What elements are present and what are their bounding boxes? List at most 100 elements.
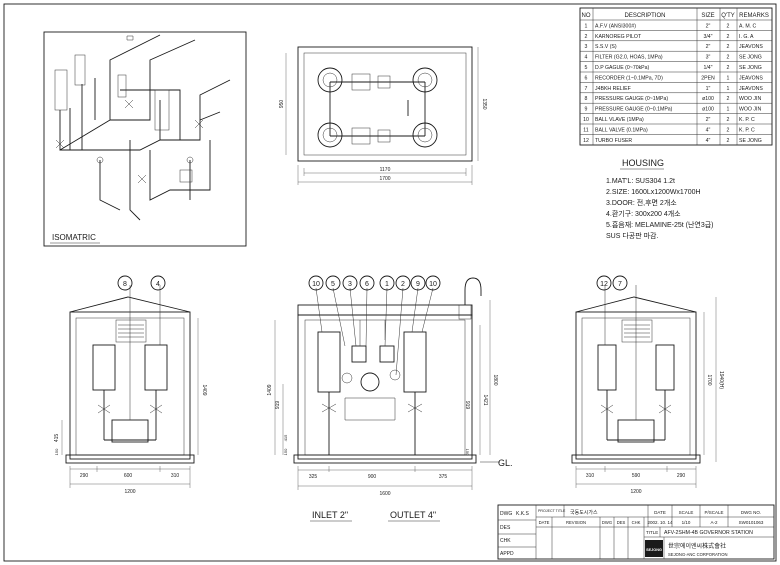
- front-balloon-label: 6: [365, 281, 369, 288]
- table-cell-qty: 2: [727, 65, 730, 71]
- left-dim-1200: 1200: [124, 489, 135, 495]
- table-cell-no: 5: [585, 65, 588, 71]
- tb-project-title-label: PROJECT TITLE: [538, 509, 566, 513]
- front-balloon: [359, 275, 375, 291]
- tb-rev-revision: REVISION: [566, 520, 586, 525]
- table-cell-size: 3": [706, 55, 711, 61]
- table-cell-qty: 2: [727, 44, 730, 50]
- table-cell-size: 2": [706, 44, 711, 50]
- front-dim-left-150: 150: [283, 448, 288, 455]
- tb-rev-chk: CHK: [632, 520, 641, 525]
- front-dim-325: 325: [309, 474, 318, 480]
- right-balloon-12-label: 12: [600, 281, 608, 288]
- table-cell-qty: 1: [727, 107, 730, 113]
- table-cell-size: 2": [706, 117, 711, 123]
- front-balloon: [342, 275, 358, 291]
- tb-rev-des: DES: [617, 520, 626, 525]
- right-side-view: 12 7 310 590 290 1200 1700 1940(H): [571, 275, 724, 495]
- front-balloon-label: 2: [401, 281, 405, 288]
- tb-rev-date: DATE: [539, 520, 550, 525]
- table-cell-remarks: SE JONG: [739, 65, 762, 71]
- table-cell-remarks: K. P. C: [739, 117, 755, 123]
- table-cell-size: 4": [706, 127, 711, 133]
- left-dim-310: 310: [171, 473, 180, 479]
- tb-dwgno-value: SW0101063: [739, 520, 764, 525]
- table-cell-description: BALL VLAVE (1MPa): [595, 117, 644, 123]
- front-dim-375: 375: [439, 474, 448, 480]
- tb-pscale-value: A-2: [710, 520, 718, 525]
- table-cell-description: S.S.V (S): [595, 44, 617, 50]
- table-cell-remarks: SE JONG: [739, 55, 762, 61]
- left-dim-290: 290: [80, 473, 89, 479]
- housing-line-3: 3.DOOR: 전,후면 2개소: [606, 198, 677, 207]
- housing-line-6: SUS 다공판 마감.: [606, 231, 658, 240]
- plan-filter-1: [317, 67, 343, 93]
- table-cell-no: 4: [585, 55, 588, 61]
- table-cell-size: ø100: [702, 107, 714, 113]
- front-balloon: [325, 275, 341, 291]
- table-cell-description: FILTER (G2.0, HOAS, 1MPa): [595, 55, 663, 61]
- tb-des-label: DES: [500, 525, 511, 531]
- isometric-label: ISOMATRIC: [52, 233, 96, 242]
- table-cell-size: ø100: [702, 96, 714, 102]
- right-balloon-7: [612, 275, 628, 291]
- plan-filter-4: [412, 122, 438, 148]
- tb-chk-label: CHK: [500, 538, 511, 544]
- table-cell-qty: 2: [727, 55, 730, 61]
- table-cell-description: TURBO FUSER: [595, 138, 632, 144]
- table-cell-size: 4": [706, 138, 711, 144]
- front-balloon: [410, 275, 426, 291]
- plan-dim-height-inner: 950: [279, 100, 285, 109]
- company-name-korean: 世宗에이엔씨株式會社: [668, 542, 726, 550]
- right-dim-310: 310: [586, 473, 595, 479]
- left-dim-1409: 1409: [201, 384, 207, 395]
- tb-dwgno-label: DWG NO.: [741, 510, 761, 515]
- plan-filter-2: [317, 122, 343, 148]
- front-dim-1600: 1600: [379, 491, 390, 497]
- table-cell-qty: 2: [727, 138, 730, 144]
- table-cell-size: 1": [706, 86, 711, 92]
- table-cell-description: PRESSURE GAUGE (0~0.1MPa): [595, 107, 673, 113]
- table-cell-qty: 2: [727, 34, 730, 40]
- table-cell-remarks: WOO JIN: [739, 96, 761, 102]
- table-cell-description: BALL VALVE (0.1MPa): [595, 127, 648, 133]
- table-header-size: SIZE: [701, 13, 714, 19]
- table-cell-remarks: JEAVONS: [739, 75, 763, 81]
- table-cell-description: J4BKH RELIEF: [595, 86, 631, 92]
- front-balloon-label: 1: [385, 281, 389, 288]
- front-balloon: [379, 275, 395, 291]
- plan-dim-width-inner: 1170: [380, 167, 391, 173]
- housing-line-2: 2.SIZE: 1600Lx1200Wx1700H: [606, 189, 701, 196]
- left-balloon-4-label: 4: [156, 281, 160, 288]
- front-dim-right-1421: 1421: [482, 394, 488, 405]
- table-cell-no: 10: [583, 117, 589, 123]
- table-cell-remarks: WOO JIN: [739, 107, 761, 113]
- table-cell-qty: 2: [727, 127, 730, 133]
- tb-pscale-label: P/SCALE: [704, 510, 723, 515]
- table-cell-size: 1/4": [703, 65, 712, 71]
- left-balloon-8: [117, 275, 133, 291]
- table-cell-no: 3: [585, 44, 588, 50]
- table-cell-no: 8: [585, 96, 588, 102]
- front-dim-right-919: 919: [464, 401, 470, 410]
- isometric-view: ISOMATRIC: [43, 31, 247, 247]
- table-cell-size: 3/4": [703, 34, 712, 40]
- table-cell-remarks: K. P. C: [739, 127, 755, 133]
- left-dim-600: 600: [124, 473, 133, 479]
- plan-dim-width-outer: 1700: [379, 176, 390, 182]
- table-header-description: DESCRIPTION: [624, 13, 665, 19]
- table-cell-remarks: JEAVONS: [739, 44, 763, 50]
- front-dim-left-415: 415: [283, 434, 288, 441]
- tb-date-value: 2002. 10. 14: [647, 520, 673, 525]
- table-cell-description: RECORDER (1~0.1MPa, 7D): [595, 75, 663, 81]
- tb-date-label: DATE: [654, 510, 666, 515]
- plan-filter-3: [412, 67, 438, 93]
- table-cell-description: D.P GAGUE (0~70kPa): [595, 65, 650, 71]
- tb-project-title-value: 국동도시가스: [570, 509, 598, 516]
- table-cell-qty: 1: [727, 86, 730, 92]
- table-cell-no: 6: [585, 75, 588, 81]
- company-logo-box: [645, 540, 663, 557]
- front-dim-900: 900: [368, 474, 377, 480]
